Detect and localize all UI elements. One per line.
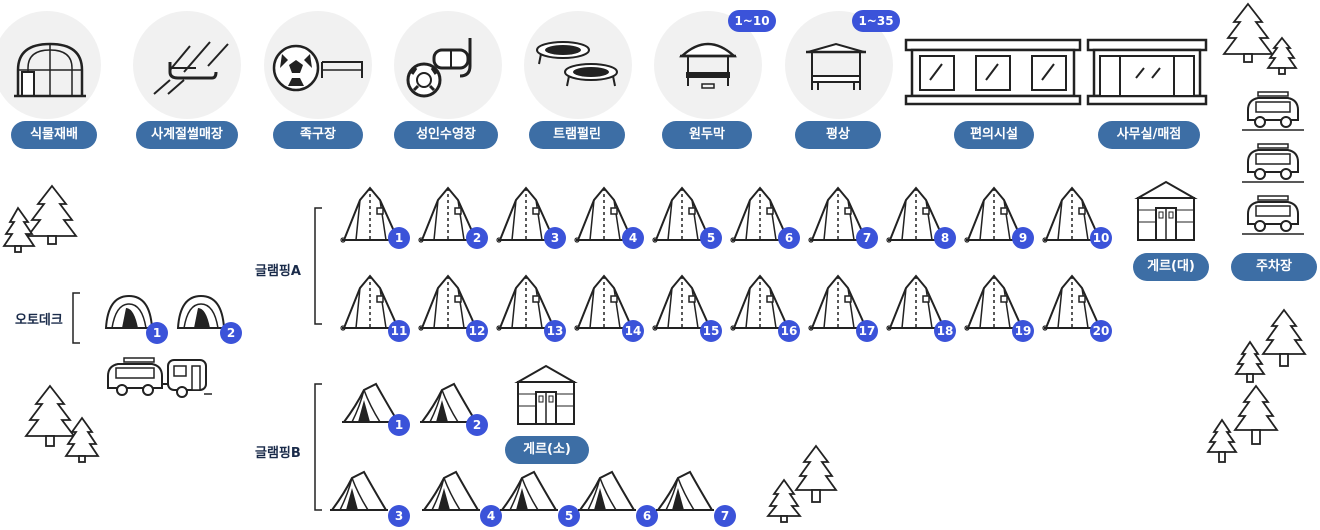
facility-label: 사무실/매점 — [1098, 121, 1200, 149]
site-number-badge: 1 — [388, 227, 410, 249]
a-frame-tent-icon — [330, 470, 388, 511]
facility-label: 트램펄린 — [529, 121, 625, 149]
parking-label: 주차장 — [1231, 253, 1317, 281]
bell-tent-icon — [340, 274, 400, 331]
site-number-badge: 4 — [622, 227, 644, 249]
bracket-line — [314, 207, 322, 325]
site-number-badge: 15 — [700, 320, 722, 342]
office-building-icon — [1086, 38, 1208, 106]
facility-label: 평상 — [795, 121, 881, 149]
site-number-badge: 14 — [622, 320, 644, 342]
glamping-b-label: 글램핑B — [255, 446, 301, 461]
ger-small-icon — [514, 364, 578, 425]
swim-ring-icon — [406, 38, 472, 98]
a-frame-tent-icon — [422, 470, 480, 511]
facility-label: 성인수영장 — [394, 121, 498, 149]
tree-cluster-icon — [1222, 2, 1298, 75]
site-number-badge: 10 — [1090, 227, 1112, 249]
facility-label: 식물재배 — [11, 121, 97, 149]
trampoline-icon — [536, 41, 618, 87]
pavilion-icon — [678, 42, 738, 89]
a-frame-tent-icon — [500, 470, 558, 511]
site-number-badge: 6 — [778, 227, 800, 249]
site-number-badge: 13 — [544, 320, 566, 342]
ger-small-label: 게르(소) — [505, 436, 589, 464]
tree-cluster-icon — [1206, 308, 1307, 463]
site-number-badge: 17 — [856, 320, 878, 342]
site-number-badge: 11 — [388, 320, 410, 342]
sled-icon — [153, 41, 229, 95]
bell-tent-icon — [964, 274, 1024, 331]
bell-tent-icon — [574, 274, 634, 331]
site-number-badge: 3 — [544, 227, 566, 249]
bracket-line — [314, 383, 322, 511]
a-frame-tent-icon — [656, 470, 714, 511]
dome-tent-icon — [176, 294, 226, 329]
site-number-badge: 5 — [700, 227, 722, 249]
site-number-badge: 16 — [778, 320, 800, 342]
a-frame-tent-icon — [578, 470, 636, 511]
football-icon — [272, 44, 363, 92]
facility-circle — [133, 11, 241, 119]
car-icon — [1242, 195, 1304, 235]
greenhouse-icon — [14, 42, 86, 98]
site-number-badge: 3 — [388, 505, 410, 527]
facility-label: 원두막 — [662, 121, 752, 149]
tree-cluster-icon — [766, 444, 838, 523]
bell-tent-icon — [808, 186, 868, 243]
bell-tent-icon — [340, 186, 400, 243]
glamping-a-label: 글램핑A — [255, 264, 301, 279]
site-number-badge: 9 — [1012, 227, 1034, 249]
autocamp-label: 오토데크 — [15, 313, 63, 328]
facility-label: 사계절썰매장 — [136, 121, 238, 149]
site-number-badge: 7 — [856, 227, 878, 249]
site-number-badge: 7 — [714, 505, 736, 527]
ger-large-label: 게르(대) — [1133, 253, 1209, 281]
site-number-badge: 4 — [480, 505, 502, 527]
bracket-line — [72, 292, 80, 344]
a-frame-tent-icon — [342, 382, 400, 423]
facility-label: 편의시설 — [954, 121, 1034, 149]
convenience-building-icon — [904, 38, 1082, 106]
car-icon — [1242, 91, 1304, 131]
site-number-badge: 20 — [1090, 320, 1112, 342]
site-number-badge: 6 — [636, 505, 658, 527]
site-number-badge: 12 — [466, 320, 488, 342]
site-number-badge: 2 — [220, 322, 242, 344]
site-number-badge: 19 — [1012, 320, 1034, 342]
ger-large-icon — [1134, 180, 1198, 241]
site-number-badge: 1 — [388, 414, 410, 436]
site-number-badge: 2 — [466, 414, 488, 436]
capacity-badge: 1~10 — [728, 10, 776, 32]
site-number-badge: 18 — [934, 320, 956, 342]
car-icon — [1242, 143, 1304, 183]
site-number-badge: 8 — [934, 227, 956, 249]
site-number-badge: 5 — [558, 505, 580, 527]
site-number-badge: 1 — [146, 322, 168, 344]
facility-label: 족구장 — [273, 121, 363, 149]
wooden-platform-icon — [806, 42, 866, 90]
site-number-badge: 2 — [466, 227, 488, 249]
tree-cluster-icon — [24, 384, 100, 463]
bell-tent-icon — [964, 186, 1024, 243]
tree-cluster-icon — [2, 184, 78, 253]
capacity-badge: 1~35 — [852, 10, 900, 32]
dome-tent-icon — [104, 294, 154, 329]
car-with-trailer-icon — [107, 357, 212, 398]
